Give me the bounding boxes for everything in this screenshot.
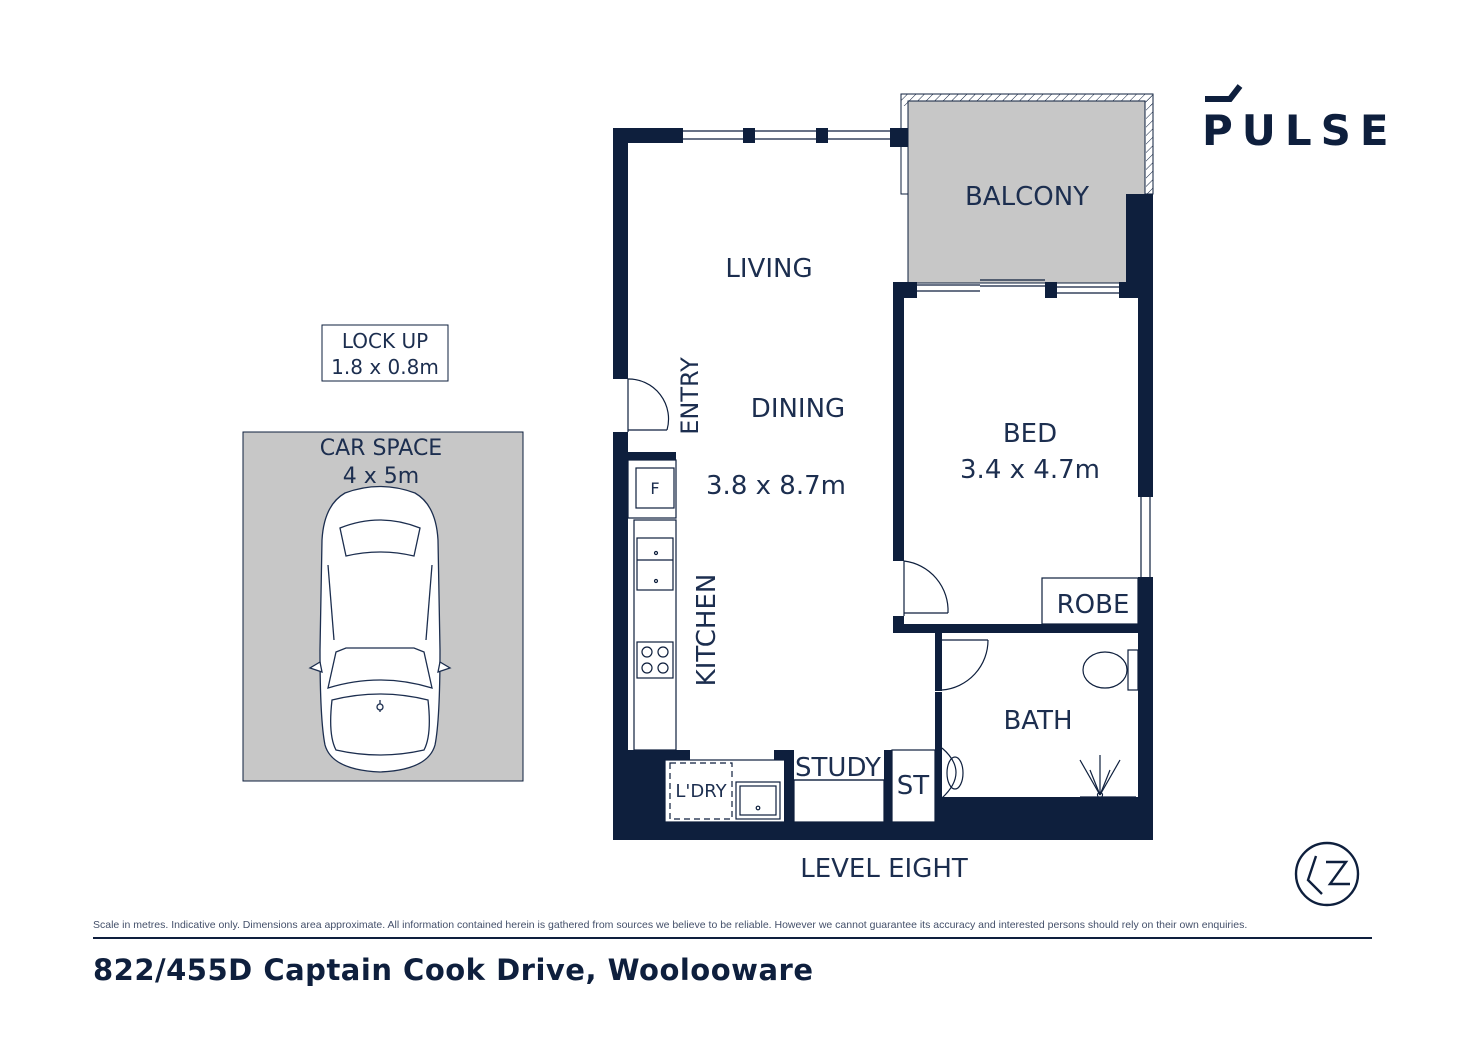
windows bbox=[683, 130, 1151, 577]
car-space: CAR SPACE 4 x 5m bbox=[242, 431, 524, 782]
balcony: BALCONY bbox=[900, 93, 1154, 284]
kitchen-label: KITCHEN bbox=[692, 574, 722, 687]
brand-name: PULSE bbox=[1202, 106, 1398, 155]
bed-label: BED bbox=[1003, 419, 1057, 449]
property-address: 822/455D Captain Cook Drive, Woolooware bbox=[93, 953, 814, 987]
outer-walls bbox=[613, 128, 1153, 840]
car-space-dimensions: 4 x 5m bbox=[343, 464, 419, 489]
laundry-study: L'DRY STUDY ST bbox=[664, 749, 936, 823]
bath-label: BATH bbox=[1003, 706, 1072, 736]
bathroom: BATH bbox=[941, 649, 1139, 799]
robe-label: ROBE bbox=[1057, 590, 1130, 620]
storage-label: ST bbox=[897, 771, 930, 801]
lockup-dimensions: 1.8 x 0.8m bbox=[331, 355, 439, 379]
car-icon bbox=[308, 485, 452, 773]
divider bbox=[93, 937, 1372, 939]
study-label: STUDY bbox=[795, 753, 881, 783]
car-space-title: CAR SPACE bbox=[320, 436, 442, 461]
pulse-logo-mark bbox=[1205, 84, 1243, 102]
kitchen: F KITCHEN bbox=[627, 459, 722, 751]
bedroom: ROBE BED 3.4 x 4.7m bbox=[960, 419, 1139, 625]
laundry-label: L'DRY bbox=[675, 781, 727, 802]
dining-label: DINING bbox=[751, 394, 845, 424]
fridge-label: F bbox=[650, 479, 659, 498]
entry-label: ENTRY bbox=[676, 357, 704, 435]
doors bbox=[627, 378, 989, 691]
disclaimer: Scale in metres. Indicative only. Dimens… bbox=[93, 919, 1248, 931]
lockup: LOCK UP 1.8 x 0.8m bbox=[321, 324, 449, 382]
main-dimensions: 3.8 x 8.7m bbox=[706, 471, 846, 501]
living-label: LIVING bbox=[725, 254, 812, 284]
bed-dimensions: 3.4 x 4.7m bbox=[960, 455, 1100, 485]
balcony-label: BALCONY bbox=[965, 182, 1089, 212]
lockup-title: LOCK UP bbox=[342, 329, 428, 353]
level-label: LEVEL EIGHT bbox=[800, 854, 968, 884]
north-compass-icon bbox=[1294, 841, 1360, 907]
